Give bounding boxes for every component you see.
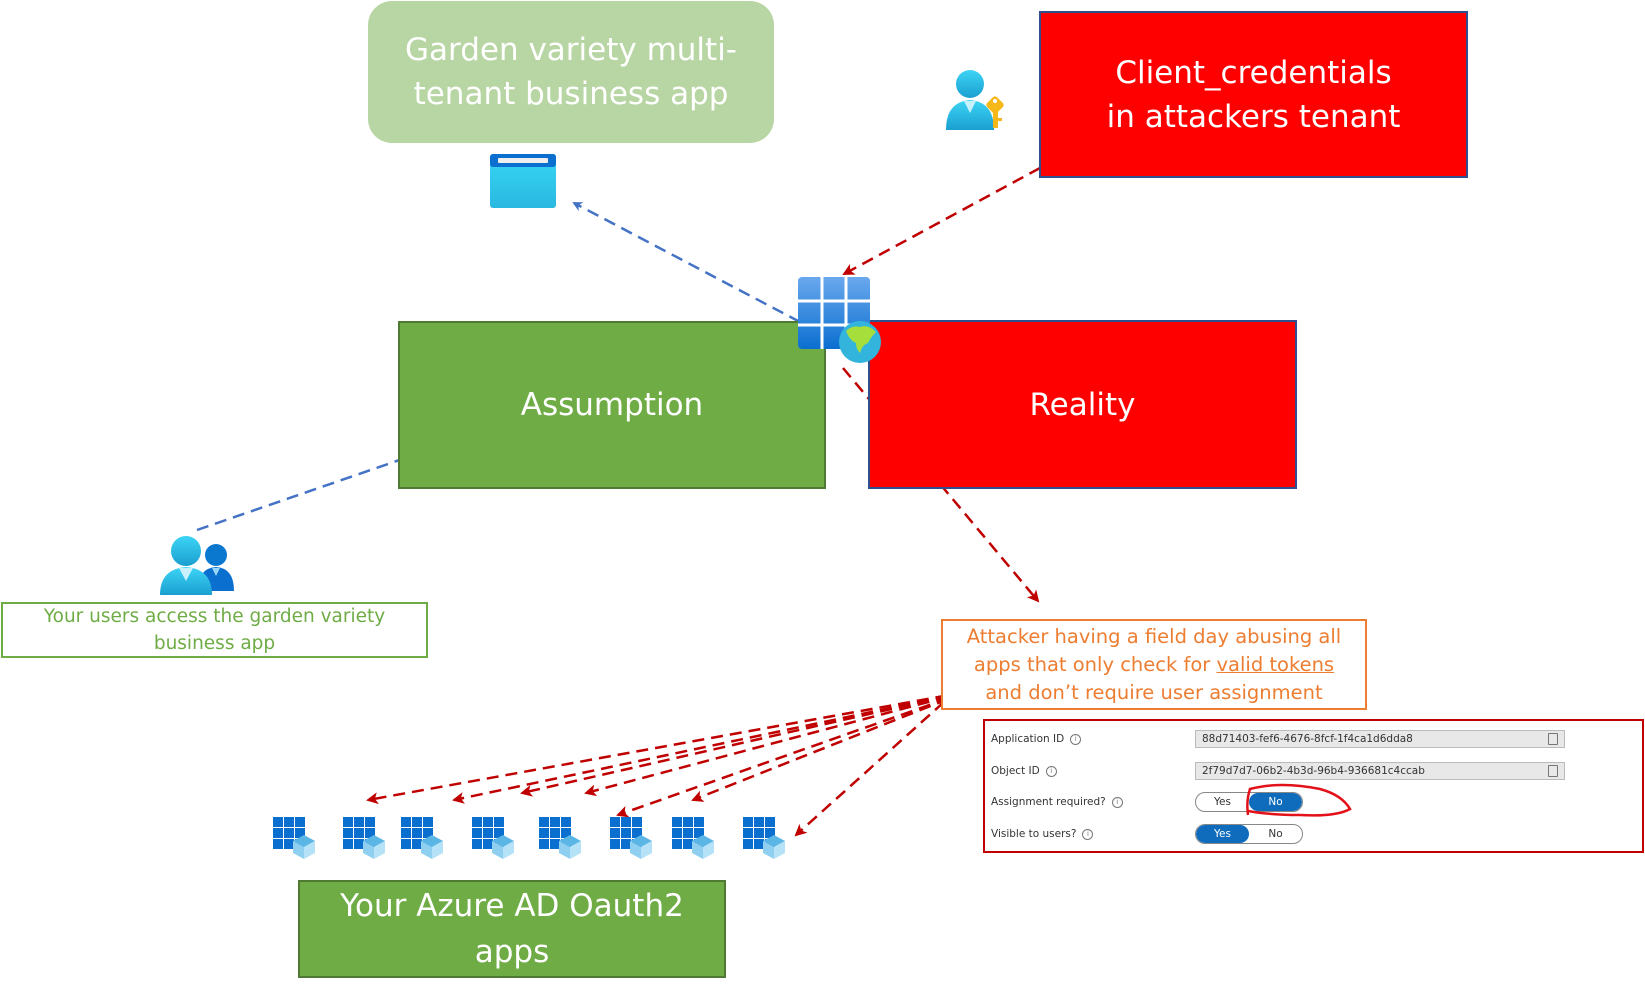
users-access-box: Your users access the garden variety bus…: [1, 602, 428, 658]
assumption-label: Assumption: [520, 387, 704, 423]
reality-label: Reality: [1029, 386, 1136, 423]
visible-to-users-row: Visible to users? i Yes No: [991, 823, 1303, 845]
copy-icon[interactable]: [1548, 733, 1558, 745]
app-registration-icon: [472, 817, 514, 859]
client-credentials-box: Client_credentials in attackers tenant: [1039, 11, 1468, 178]
reality-box: Reality: [868, 320, 1297, 489]
attacker-box: Attacker having a field day abusing all …: [941, 619, 1367, 710]
red-scribble-highlight: [1246, 783, 1352, 817]
arrow-attacker-to-app: [842, 166, 1041, 276]
users-access-label: Your users access the garden variety bus…: [43, 606, 386, 654]
fan-arrow: [616, 690, 967, 818]
garden-app-label: Garden variety multi-tenant business app: [404, 32, 737, 112]
fan-arrow: [794, 701, 945, 837]
info-icon[interactable]: i: [1045, 765, 1057, 777]
application-id-label: Application ID: [991, 733, 1065, 745]
attacker-label-underlined: valid tokens: [1216, 652, 1335, 676]
object-id-label: Object ID: [991, 765, 1040, 777]
assignment-required-label: Assignment required?: [991, 796, 1106, 808]
info-icon[interactable]: i: [1070, 733, 1082, 745]
attacker-label-post: and don’t require user assignment: [985, 680, 1323, 704]
attacker-label: Attacker having a field day abusing all …: [957, 623, 1352, 707]
info-icon[interactable]: i: [1082, 828, 1094, 840]
multi-tenant-app-icon: [798, 277, 881, 363]
copy-icon[interactable]: [1548, 765, 1558, 777]
client-credentials-label: Client_credentials in attackers tenant: [1106, 54, 1401, 135]
oauth-apps-box: Your Azure AD Oauth2 apps: [298, 880, 726, 978]
attacker-label-pre: Attacker having a field day abusing all …: [966, 624, 1342, 676]
fan-arrow: [691, 690, 967, 802]
info-icon[interactable]: i: [1111, 796, 1123, 808]
visible-to-users-toggle[interactable]: Yes No: [1195, 824, 1303, 844]
object-id-value: 2f79d7d7-06b2-4b3d-96b4-936681c4ccab: [1202, 765, 1425, 777]
visible-to-users-no[interactable]: No: [1268, 828, 1283, 840]
web-app-icon: [490, 154, 556, 208]
object-id-field[interactable]: 2f79d7d7-06b2-4b3d-96b4-936681c4ccab: [1195, 762, 1565, 780]
arrow-app-to-webapp: [572, 201, 801, 324]
app-registration-icon: [273, 817, 315, 859]
arrow-users-to-app: [196, 320, 798, 532]
visible-to-users-label: Visible to users?: [991, 828, 1077, 840]
application-id-field[interactable]: 88d71403-fef6-4676-8fcf-1f4ca1d6dda8: [1195, 730, 1565, 748]
fan-arrow: [584, 690, 967, 797]
fan-arrow: [452, 690, 967, 804]
app-registration-icon: [401, 817, 443, 859]
garden-app-box: Garden variety multi-tenant business app: [368, 1, 774, 143]
fan-arrows: [366, 690, 967, 837]
app-registration-icon: [672, 817, 714, 859]
object-id-row: Object ID i 2f79d7d7-06b2-4b3d-96b4-93668…: [991, 760, 1565, 782]
app-registration-icon: [343, 817, 385, 859]
assumption-box: Assumption: [398, 321, 826, 489]
app-properties-panel: Application ID i 88d71403-fef6-4676-8fcf-…: [983, 719, 1644, 853]
app-registration-icon: [610, 817, 652, 859]
app-registration-icon: [539, 817, 581, 859]
application-id-value: 88d71403-fef6-4676-8fcf-1f4ca1d6dda8: [1202, 733, 1413, 745]
oauth-apps-label: Your Azure AD Oauth2 apps: [340, 888, 684, 970]
user-key-icon: [946, 70, 1004, 130]
assignment-required-no[interactable]: No: [1249, 793, 1302, 811]
arrow-app-to-attacker-box: [842, 367, 1040, 603]
assignment-required-yes[interactable]: Yes: [1214, 796, 1231, 808]
visible-to-users-yes[interactable]: Yes: [1196, 825, 1249, 843]
app-registration-icon: [743, 817, 785, 859]
application-id-row: Application ID i 88d71403-fef6-4676-8fcf-…: [991, 728, 1565, 750]
users-group-icon: [160, 536, 234, 595]
fan-arrow: [366, 690, 967, 805]
